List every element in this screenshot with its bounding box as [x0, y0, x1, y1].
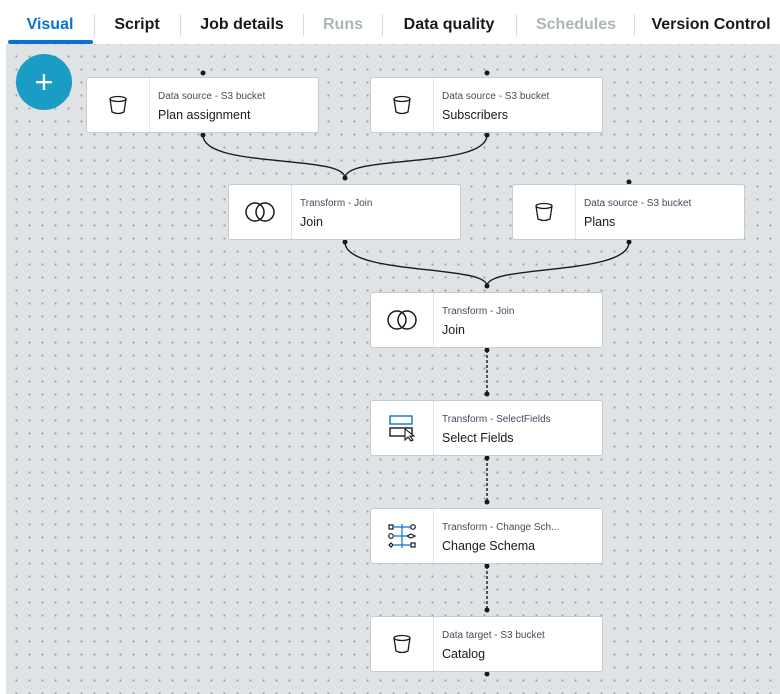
tab-script[interactable]: Script — [114, 16, 160, 33]
node-join-1[interactable]: Transform - Join Join — [228, 184, 461, 240]
tab-schedules: Schedules — [535, 16, 617, 33]
tab-divider — [303, 14, 304, 36]
node-name-label: Change Schema — [442, 539, 536, 553]
node-type-label: Data target - S3 bucket — [442, 630, 545, 641]
s3-bucket-icon — [87, 78, 150, 132]
select-fields-icon — [371, 401, 434, 455]
tab-divider — [634, 14, 635, 36]
node-join-2[interactable]: Transform - Join Join — [370, 292, 603, 348]
edge-plan-assignment-to-join1 — [202, 134, 346, 179]
node-type-label: Data source - S3 bucket — [442, 91, 550, 102]
change-schema-icon — [371, 509, 434, 563]
add-node-button[interactable]: + — [16, 54, 72, 110]
node-name-label: Catalog — [442, 647, 486, 661]
node-name-label: Plan assignment — [158, 108, 251, 122]
tab-divider — [94, 14, 95, 36]
active-tab-indicator — [8, 40, 93, 44]
node-select-fields[interactable]: Transform - SelectFields Select Fields — [370, 400, 603, 456]
node-plans[interactable]: Data source - S3 bucket Plans — [512, 184, 745, 240]
s3-bucket-icon — [513, 185, 576, 239]
node-type-label: Transform - Join — [442, 306, 515, 317]
s3-bucket-icon — [371, 617, 434, 671]
plus-icon: + — [34, 64, 54, 100]
connection-points — [200, 70, 632, 677]
tab-divider — [180, 14, 181, 36]
tab-divider — [382, 14, 383, 36]
join-icon — [229, 185, 292, 239]
node-type-label: Transform - Join — [300, 198, 373, 209]
node-type-label: Transform - Change Sch... — [442, 522, 560, 533]
node-subscribers[interactable]: Data source - S3 bucket Subscribers — [370, 77, 603, 133]
tab-version-control[interactable]: Version Control — [651, 16, 771, 33]
edge-join1-to-join2 — [344, 241, 488, 287]
node-name-label: Subscribers — [442, 108, 508, 122]
node-name-label: Join — [300, 215, 323, 229]
node-plan-assignment[interactable]: Data source - S3 bucket Plan assignment — [86, 77, 319, 133]
edge-plans-to-join2 — [486, 241, 630, 287]
node-change-schema[interactable]: Transform - Change Sch... Change Schema — [370, 508, 603, 564]
edge-subscribers-to-join1 — [344, 134, 488, 179]
edge-layer — [200, 70, 632, 677]
visual-editor-canvas[interactable]: + Data source - S3 bu — [6, 44, 780, 694]
node-name-label: Join — [442, 323, 465, 337]
tab-data-quality[interactable]: Data quality — [403, 16, 495, 33]
tab-visual[interactable]: Visual — [26, 16, 74, 33]
node-name-label: Select Fields — [442, 431, 514, 445]
tab-divider — [516, 14, 517, 36]
node-name-label: Plans — [584, 215, 616, 229]
s3-bucket-icon — [371, 78, 434, 132]
node-type-label: Data source - S3 bucket — [158, 91, 266, 102]
tab-runs: Runs — [323, 16, 363, 33]
node-type-label: Transform - SelectFields — [442, 414, 551, 425]
tab-bar: Visual Script Job details Runs Data qual… — [0, 0, 780, 44]
join-icon — [371, 293, 434, 347]
node-catalog[interactable]: Data target - S3 bucket Catalog — [370, 616, 603, 672]
node-type-label: Data source - S3 bucket — [584, 198, 692, 209]
tab-job-details[interactable]: Job details — [200, 16, 284, 33]
